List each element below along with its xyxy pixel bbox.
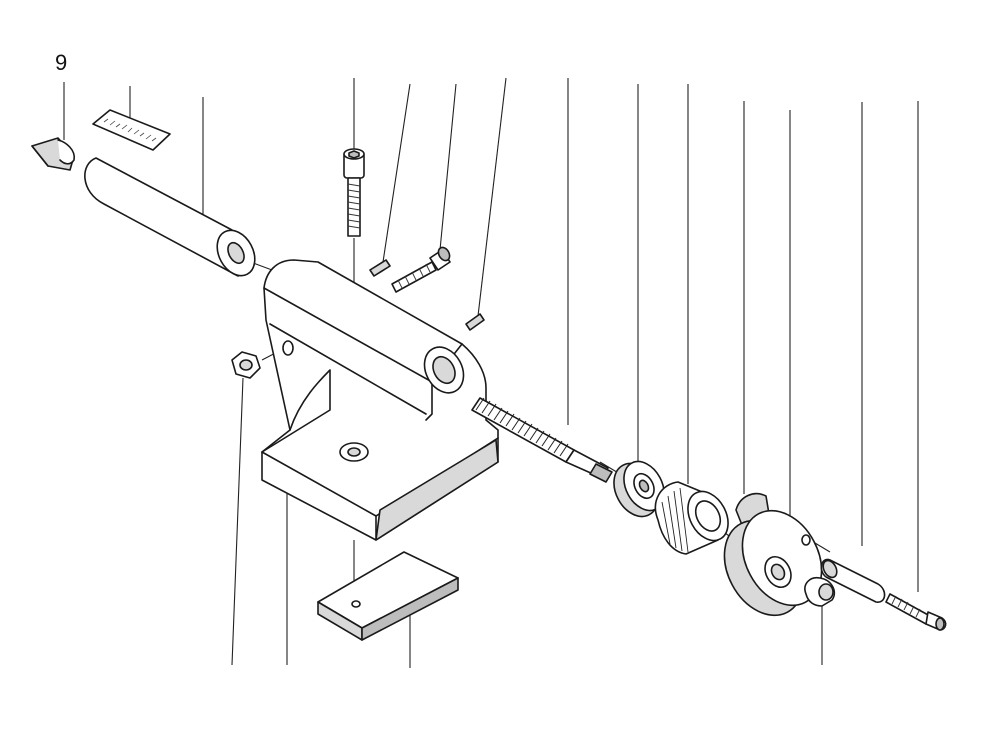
vertical-cap-screw xyxy=(343,148,365,237)
callout-label-9: 9 xyxy=(55,50,67,75)
handle-screw xyxy=(885,593,947,631)
center-point xyxy=(31,137,76,171)
scale-sticker xyxy=(92,109,171,151)
diagonal-cap-screw xyxy=(391,246,451,293)
threaded-spindle xyxy=(471,397,613,483)
tailstock-body xyxy=(261,259,499,541)
hex-nut xyxy=(231,351,261,379)
acorn-nut xyxy=(804,576,836,607)
leader-lines xyxy=(63,77,919,668)
quill-sleeve xyxy=(84,157,256,277)
thrust-washer xyxy=(613,460,665,518)
set-screw-top xyxy=(369,259,391,277)
knurled-collar xyxy=(654,481,729,555)
handle-sleeve xyxy=(820,558,886,603)
handwheel xyxy=(723,509,823,617)
base-plate xyxy=(317,551,459,641)
set-screw-right xyxy=(465,313,485,331)
